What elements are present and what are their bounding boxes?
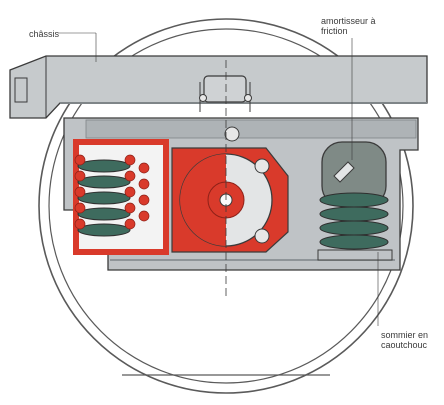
wheel [38,18,414,394]
left-spring-group [73,139,169,255]
label-amortisseur: amortisseur à friction [321,16,376,36]
axle-box [171,60,289,300]
right-damper-spring-group [317,141,393,261]
label-chassis: châssis [29,29,60,39]
label-sommier: sommier en caoutchouc [381,330,429,350]
